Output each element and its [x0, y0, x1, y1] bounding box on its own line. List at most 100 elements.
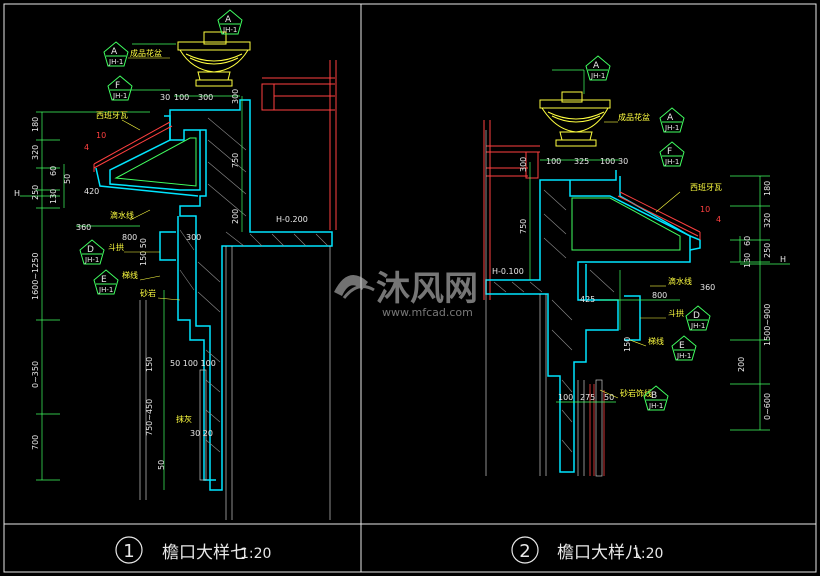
right-roof-edge	[483, 120, 540, 300]
right-title-number: 2	[519, 541, 530, 562]
dim-100b: 100	[600, 157, 615, 166]
watermark: 沐风网 www.mfcad.com	[334, 269, 478, 319]
dim-420: 420	[84, 187, 99, 196]
right-dim-texts: 100 325 100 30 300 750 180 320 10 4 250 …	[519, 157, 772, 420]
dim-180: 180	[763, 181, 772, 196]
dim-4: 4	[716, 215, 721, 224]
marker-letter: F	[667, 147, 672, 157]
dim-60: 60	[49, 166, 58, 176]
left-concrete-hatch	[179, 117, 329, 453]
note-drip: 滴水线	[668, 276, 692, 286]
marker-ref: JH-1	[84, 256, 99, 264]
note-flowerpot: 成品花盆	[130, 48, 162, 58]
left-marker-A: A JH-1	[103, 41, 129, 67]
right-dimension-lines	[529, 69, 790, 431]
left-title: 檐口大样七	[162, 543, 247, 563]
dim-700: 700	[31, 435, 40, 450]
left-title-scale: 1:20	[240, 546, 271, 562]
right-marker-A-top: A JH-1	[585, 55, 611, 81]
dim-30: 30	[160, 93, 170, 102]
dim-200: 200	[737, 357, 746, 372]
dim-320: 320	[31, 145, 40, 160]
marker-letter: D	[87, 245, 94, 255]
marker-letter: D	[693, 311, 700, 321]
left-marker-F: F JH-1	[107, 75, 133, 101]
right-red-column	[589, 384, 605, 476]
right-title-block: 2 檐口大样八 1:20	[511, 536, 663, 564]
marker-ref: JH-1	[676, 352, 691, 360]
marker-ref: JH-1	[690, 322, 705, 330]
note-cornice: 砂岩饰线	[620, 388, 652, 398]
note-cornice: 砂岩	[140, 288, 156, 298]
note-h: H	[14, 189, 20, 198]
watermark-url: www.mfcad.com	[382, 306, 473, 319]
dim-360: 360	[700, 283, 715, 292]
dim-275: 275	[580, 393, 595, 402]
dim-250: 250	[763, 243, 772, 258]
marker-ref: JH-1	[98, 286, 113, 294]
left-marker-A-top: A JH-1	[217, 9, 243, 35]
watermark-logo	[334, 274, 375, 299]
dim-60: 60	[743, 236, 752, 246]
dim-100: 100	[174, 93, 189, 102]
marker-letter: B	[651, 391, 657, 401]
dim-320: 320	[763, 213, 772, 228]
dim-750: 750	[519, 219, 528, 234]
left-roof-tile	[93, 121, 173, 172]
dim-325: 325	[574, 157, 589, 166]
dim-50: 50	[604, 393, 614, 402]
right-detail: 100 325 100 30 300 750 180 320 10 4 250 …	[483, 55, 790, 477]
right-marker-A: A JH-1	[659, 107, 685, 133]
dim-50b: 50	[157, 460, 166, 470]
note-level: H-0.100	[492, 267, 524, 276]
dim-130: 130	[743, 253, 752, 268]
right-flowerpot	[539, 91, 611, 147]
left-marker-D: D JH-1	[79, 239, 105, 265]
marker-ref: JH-1	[108, 58, 123, 66]
dim-10: 10	[96, 131, 106, 140]
dim-425: 425	[580, 295, 595, 304]
marker-ref: JH-1	[590, 72, 605, 80]
note-gutter: 斗拱	[668, 308, 684, 318]
dim-300c: 300	[186, 233, 201, 242]
left-marker-E: E JH-1	[93, 269, 119, 295]
dim-1500-900: 1500~900	[763, 304, 772, 346]
note-flowerpot: 成品花盆	[618, 112, 650, 122]
dim-300b: 300	[231, 89, 240, 104]
dim-100: 100	[546, 157, 561, 166]
marker-ref: JH-1	[112, 92, 127, 100]
right-cornice-block	[571, 197, 681, 251]
right-marker-E: E JH-1	[671, 335, 697, 361]
dim-4: 4	[84, 143, 89, 152]
right-concrete-hatch	[493, 189, 615, 453]
dim-100c: 100	[558, 393, 573, 402]
left-title-number: 1	[123, 541, 134, 562]
left-detail: 180 320 60 250 130 50 420 10 4 30 100 30…	[14, 9, 337, 520]
marker-letter: F	[115, 81, 120, 91]
dim-250: 250	[31, 185, 40, 200]
note-corbel: 梯线	[648, 336, 664, 346]
dim-0-350: 0~350	[31, 361, 40, 388]
dim-0-600: 0~600	[763, 393, 772, 420]
right-marker-D: D JH-1	[685, 305, 711, 331]
dim-360: 360	[76, 223, 91, 232]
note-gutter: 斗拱	[108, 242, 124, 252]
dim-130: 130	[49, 189, 58, 204]
note-drip: 滴水线	[110, 210, 134, 220]
dim-50-100-100: 50 100 100	[170, 359, 216, 368]
right-title-scale: 1:20	[632, 546, 663, 562]
left-flowerpot	[177, 31, 251, 87]
dim-300a: 300	[198, 93, 213, 102]
marker-letter: E	[679, 341, 685, 351]
right-notes: 成品花盆 西班牙瓦 滴水线 斗拱 梯线 砂岩饰线 H-0.100 H	[492, 112, 786, 398]
marker-letter: A	[111, 47, 118, 57]
note-plaster: 抹灰	[176, 414, 192, 424]
left-notes: 成品花盆 西班牙瓦 滴水线 斗拱 梯线 砂岩 抹灰 H-0.200 H	[14, 48, 308, 424]
right-marker-F: F JH-1	[659, 141, 685, 167]
marker-letter: A	[225, 15, 232, 25]
left-cornice-block	[114, 137, 197, 187]
note-corbel: 梯线	[122, 270, 138, 280]
dim-50: 50	[63, 174, 72, 184]
right-marker-B: B JH-1	[643, 385, 669, 411]
